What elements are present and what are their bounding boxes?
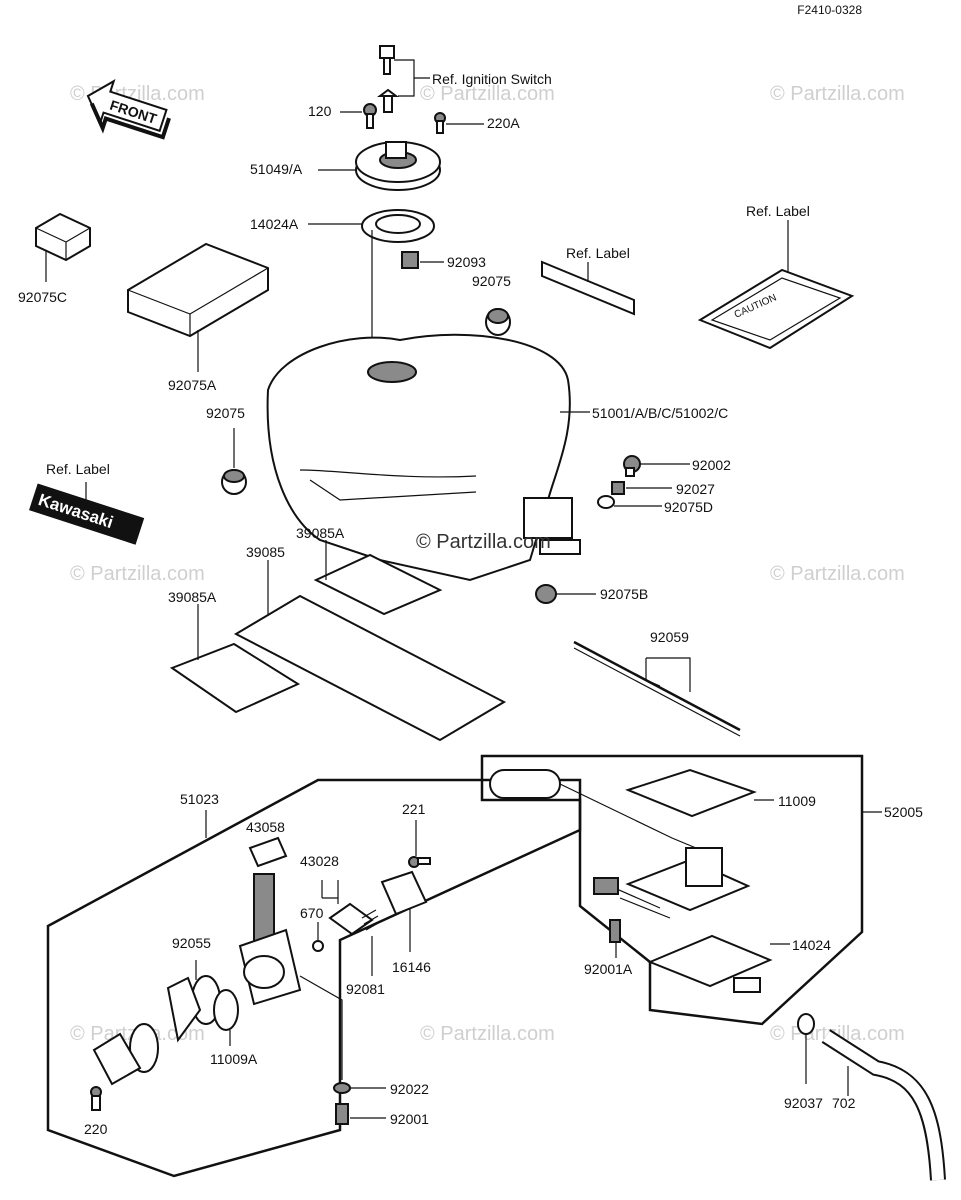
fuel-cock-lever-icon [166, 976, 202, 1043]
screw-221-icon [408, 856, 431, 868]
fuel-gauge-frame [480, 754, 864, 1026]
pad-39085a-top-icon [313, 553, 443, 616]
label-702: 702 [832, 1095, 856, 1111]
nozzle-icon [733, 977, 761, 993]
damper-pad-icon [127, 242, 269, 338]
label-92093: 92093 [447, 254, 486, 270]
watermark: © Partzilla.com [770, 563, 905, 585]
label-11009a: 11009A [210, 1051, 258, 1067]
label-92001: 92001 [390, 1111, 429, 1127]
watermark: © Partzilla.com [70, 563, 205, 585]
wave-washer-icon [129, 1023, 159, 1073]
label-51023: 51023 [180, 791, 219, 807]
watermark: © Partzilla.com [770, 83, 905, 105]
label-14024: 14024 [792, 937, 831, 953]
screw-120-icon [363, 103, 377, 129]
label-ref-label-left: Ref. Label [46, 461, 110, 477]
label-120: 120 [308, 103, 332, 119]
label-92075d: 92075D [664, 499, 713, 515]
gasket-11009-icon [625, 768, 757, 818]
bolt-92001-icon [335, 1103, 349, 1125]
label-221: 221 [402, 801, 426, 817]
rubber-damper-icon [221, 469, 247, 495]
document-code: F2410-0328 [797, 3, 862, 17]
label-ref-ignition: Ref. Ignition Switch [432, 71, 552, 87]
watermark: © Partzilla.com [416, 531, 551, 553]
oring-670-icon [312, 940, 324, 952]
damper-92075c-icon [35, 212, 91, 262]
pad-39085a-left-icon [169, 642, 301, 714]
lever-plate-icon [92, 1032, 142, 1086]
label-14024a: 14024A [250, 216, 299, 232]
label-39085: 39085 [246, 544, 285, 560]
collar-92027-icon [611, 481, 625, 495]
rubber-damper-icon [485, 308, 511, 336]
label-51001: 51001/A/B/C/51002/C [592, 405, 728, 421]
label-670: 670 [300, 905, 324, 921]
label-11009: 11009 [778, 793, 816, 809]
fuel-tank-icon [266, 333, 581, 582]
label-ref-label-right: Ref. Label [746, 203, 810, 219]
washer-92022-icon [333, 1082, 351, 1094]
caution-label-icon: CAUTION [697, 268, 855, 350]
label-92059: 92059 [650, 629, 689, 645]
gasket-11009a-icon [213, 989, 239, 1031]
label-92055: 92055 [172, 935, 211, 951]
drain-nut-icon [401, 251, 419, 269]
screw-220a-icon [434, 112, 446, 134]
tube-92059-icon [573, 640, 741, 732]
fuel-cap-icon [355, 141, 441, 191]
label-92081: 92081 [346, 981, 385, 997]
label-92075b: 92075B [600, 586, 648, 602]
watermark: © Partzilla.com [420, 83, 555, 105]
label-43058: 43058 [246, 819, 285, 835]
pad-39085-icon [233, 594, 507, 742]
label-43028: 43028 [300, 853, 339, 869]
gasket-14024-icon [647, 934, 773, 988]
fuel-cock-body-icon [238, 873, 302, 1006]
label-39085a-left: 39085A [168, 589, 217, 605]
label-92075c: 92075C [18, 289, 67, 305]
label-92075-left: 92075 [206, 405, 245, 421]
label-16146: 16146 [392, 959, 431, 975]
clamp-92037-icon [797, 1013, 815, 1035]
spring-92081-icon [361, 909, 381, 931]
label-strip-icon [541, 260, 635, 316]
label-52005: 52005 [884, 804, 923, 820]
fuel-cock-frame [46, 778, 582, 1178]
ignition-key-icon [377, 45, 399, 113]
connector-icon [593, 877, 619, 895]
label-92027: 92027 [676, 481, 715, 497]
label-92075a: 92075A [168, 377, 217, 393]
label-92037: 92037 [784, 1095, 823, 1111]
grommet-92075b-icon [535, 584, 557, 604]
label-92075-top: 92075 [472, 273, 511, 289]
label-39085a-top: 39085A [296, 525, 345, 541]
gasket-ring-icon [361, 209, 435, 243]
label-220a: 220A [487, 115, 520, 131]
label-ref-label-mid: Ref. Label [566, 245, 630, 261]
cover-16146-icon [380, 870, 428, 916]
label-220: 220 [84, 1121, 108, 1137]
watermark: © Partzilla.com [420, 1023, 555, 1045]
label-92022: 92022 [390, 1081, 429, 1097]
oring-43058-icon [248, 836, 288, 868]
screw-220-icon [90, 1086, 102, 1111]
bolt-92002-icon [623, 455, 641, 477]
kawasaki-label-icon: Kawasaki [29, 483, 145, 545]
label-92002: 92002 [692, 457, 731, 473]
label-51049a: 51049/A [250, 161, 303, 177]
label-92001a: 92001A [584, 961, 633, 977]
grommet-92075d-icon [597, 495, 615, 509]
hose-702-icon [822, 1030, 944, 1181]
float-icon [489, 769, 561, 799]
bolt-92001a-icon [609, 919, 621, 943]
